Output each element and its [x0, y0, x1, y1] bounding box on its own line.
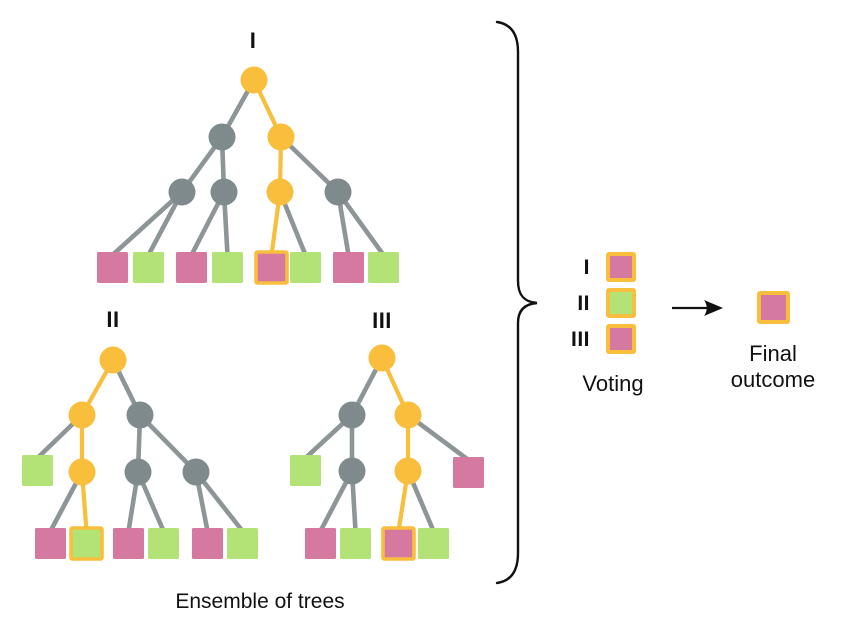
- tree-1-node-R: [267, 123, 295, 151]
- vote-row-2-label: II: [577, 292, 590, 315]
- tree-2-leaf-leaf1: [35, 528, 66, 559]
- vote-row-3-label: III: [570, 328, 590, 351]
- vote-row-1-label: I: [583, 256, 590, 279]
- tree-1-node-L: [208, 123, 236, 151]
- final-outcome-swatch: [757, 291, 790, 324]
- tree-2-leaf-leaf5: [192, 528, 223, 559]
- tree-1-leaf-leaf3: [176, 252, 207, 283]
- tree-3-label: III: [372, 308, 392, 333]
- tree-3-leaf-leaf2: [340, 528, 371, 559]
- tree-1-node-LR: [210, 178, 238, 206]
- tree-3: [290, 344, 484, 561]
- tree-2-label: II: [106, 307, 120, 332]
- tree-3-leaf-leaf4: [418, 528, 449, 559]
- tree-2-leaf-leaf6: [227, 528, 258, 559]
- final-outcome-label: Final outcome: [731, 341, 815, 393]
- tree-3-leaf-sideL: [290, 455, 321, 486]
- tree-2-node-R: [126, 401, 154, 429]
- tree-3-node-R: [394, 401, 422, 429]
- tree-3-leaf-leaf3-selected: [381, 526, 416, 561]
- tree-1-leaf-leaf5-selected: [254, 250, 289, 285]
- tree-2-leaf-leaf2-selected: [69, 526, 104, 561]
- tree-2-node-root: [99, 346, 127, 374]
- tree-3-node-Rd: [394, 457, 422, 485]
- tree-1-edge-LL-leaf1: [110, 189, 185, 258]
- tree-1-node-RR: [324, 178, 352, 206]
- vote-row-2-swatch: [606, 288, 636, 318]
- tree-1: [97, 66, 399, 285]
- tree-1-node-RL: [266, 178, 294, 206]
- tree-1-leaf-leaf4: [212, 252, 243, 283]
- tree-2-node-L: [68, 401, 96, 429]
- tree-2-node-RL: [124, 458, 152, 486]
- tree-1-leaf-leaf1: [97, 252, 128, 283]
- tree-2-node-Ld: [68, 458, 96, 486]
- vote-row-1-swatch: [606, 252, 636, 282]
- tree-1-leaf-leaf7: [333, 252, 364, 283]
- tree-1-node-LL: [168, 178, 196, 206]
- tree-2-leaf-side: [22, 455, 53, 486]
- voting-arrow: [672, 300, 723, 316]
- tree-2-node-RR: [182, 458, 210, 486]
- tree-3-node-Ld: [338, 457, 366, 485]
- tree-1-label: I: [249, 28, 257, 53]
- tree-3-node-L: [338, 401, 366, 429]
- final-outcome-line2: outcome: [730, 367, 816, 392]
- tree-3-node-root: [368, 344, 396, 372]
- voting-title: Voting: [582, 371, 644, 396]
- arrow-head-icon: [704, 300, 723, 316]
- tree-1-leaf-leaf8: [368, 252, 399, 283]
- tree-2-leaf-leaf3: [113, 528, 144, 559]
- final-outcome-line1: Final: [749, 341, 797, 366]
- tree-3-leaf-sideR: [453, 457, 484, 488]
- tree-1-node-root: [240, 66, 268, 94]
- tree-2: [22, 346, 258, 561]
- tree-1-leaf-leaf6: [290, 252, 321, 283]
- caption: Ensemble of trees: [175, 590, 345, 613]
- tree-2-leaf-leaf4: [148, 528, 179, 559]
- vote-row-3-swatch: [606, 324, 636, 354]
- tree-1-leaf-leaf2: [133, 252, 164, 283]
- trees-layer: [22, 66, 484, 561]
- tree-3-leaf-leaf1: [305, 528, 336, 559]
- curly-brace: [495, 20, 538, 585]
